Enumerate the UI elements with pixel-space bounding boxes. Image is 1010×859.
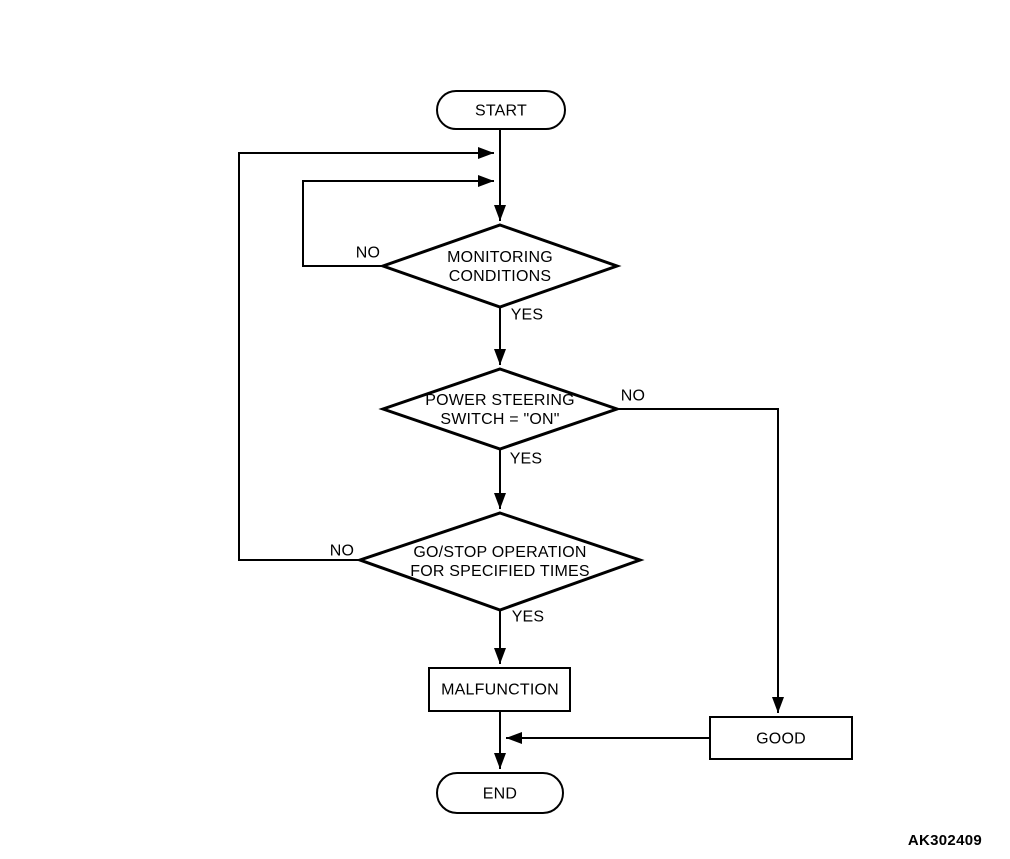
figure-code: AK302409 [907, 832, 982, 849]
go-stop-yes-label: YES [511, 608, 545, 626]
good-node-label: GOOD [756, 730, 806, 748]
monitoring-yes-label: YES [510, 306, 544, 324]
malfunction-node-label: MALFUNCTION [441, 681, 559, 699]
connector-powersteering-no-to-good [617, 408, 784, 713]
go-stop-node-label-line2: FOR SPECIFIED TIMES [410, 563, 590, 580]
power-steering-yes-label: YES [509, 450, 543, 468]
monitoring-node-label-line1: MONITORING [447, 249, 553, 266]
power-steering-node-label-line1: POWER STEERING [425, 392, 575, 409]
power-steering-node-label: POWER STEERING SWITCH = "ON" [425, 391, 574, 429]
go-stop-diamond-shape [355, 511, 645, 612]
go-stop-no-label: NO [329, 542, 355, 560]
good-node-shape [709, 716, 853, 760]
start-node-shape [436, 90, 566, 130]
go-stop-node-label-line1: GO/STOP OPERATION [413, 544, 587, 561]
malfunction-node-shape [428, 667, 571, 712]
monitoring-no-label: NO [355, 244, 381, 262]
end-node-shape [436, 772, 564, 814]
node-shapes [355, 90, 853, 814]
connector-monitoring-no-loop [302, 175, 494, 267]
monitoring-node-label: MONITORING CONDITIONS [447, 248, 553, 286]
start-node-label: START [475, 102, 527, 120]
power-steering-diamond-shape [378, 367, 622, 451]
power-steering-node-label-line2: SWITCH = "ON" [440, 411, 560, 428]
monitoring-node-label-line2: CONDITIONS [448, 268, 552, 285]
monitoring-diamond-shape [378, 223, 622, 309]
connector-gostop-no-loop [238, 147, 494, 561]
go-stop-node-label: GO/STOP OPERATION FOR SPECIFIED TIMES [410, 543, 590, 581]
end-node-label: END [482, 785, 518, 803]
connectors [238, 129, 784, 769]
power-steering-no-label: NO [620, 387, 646, 405]
